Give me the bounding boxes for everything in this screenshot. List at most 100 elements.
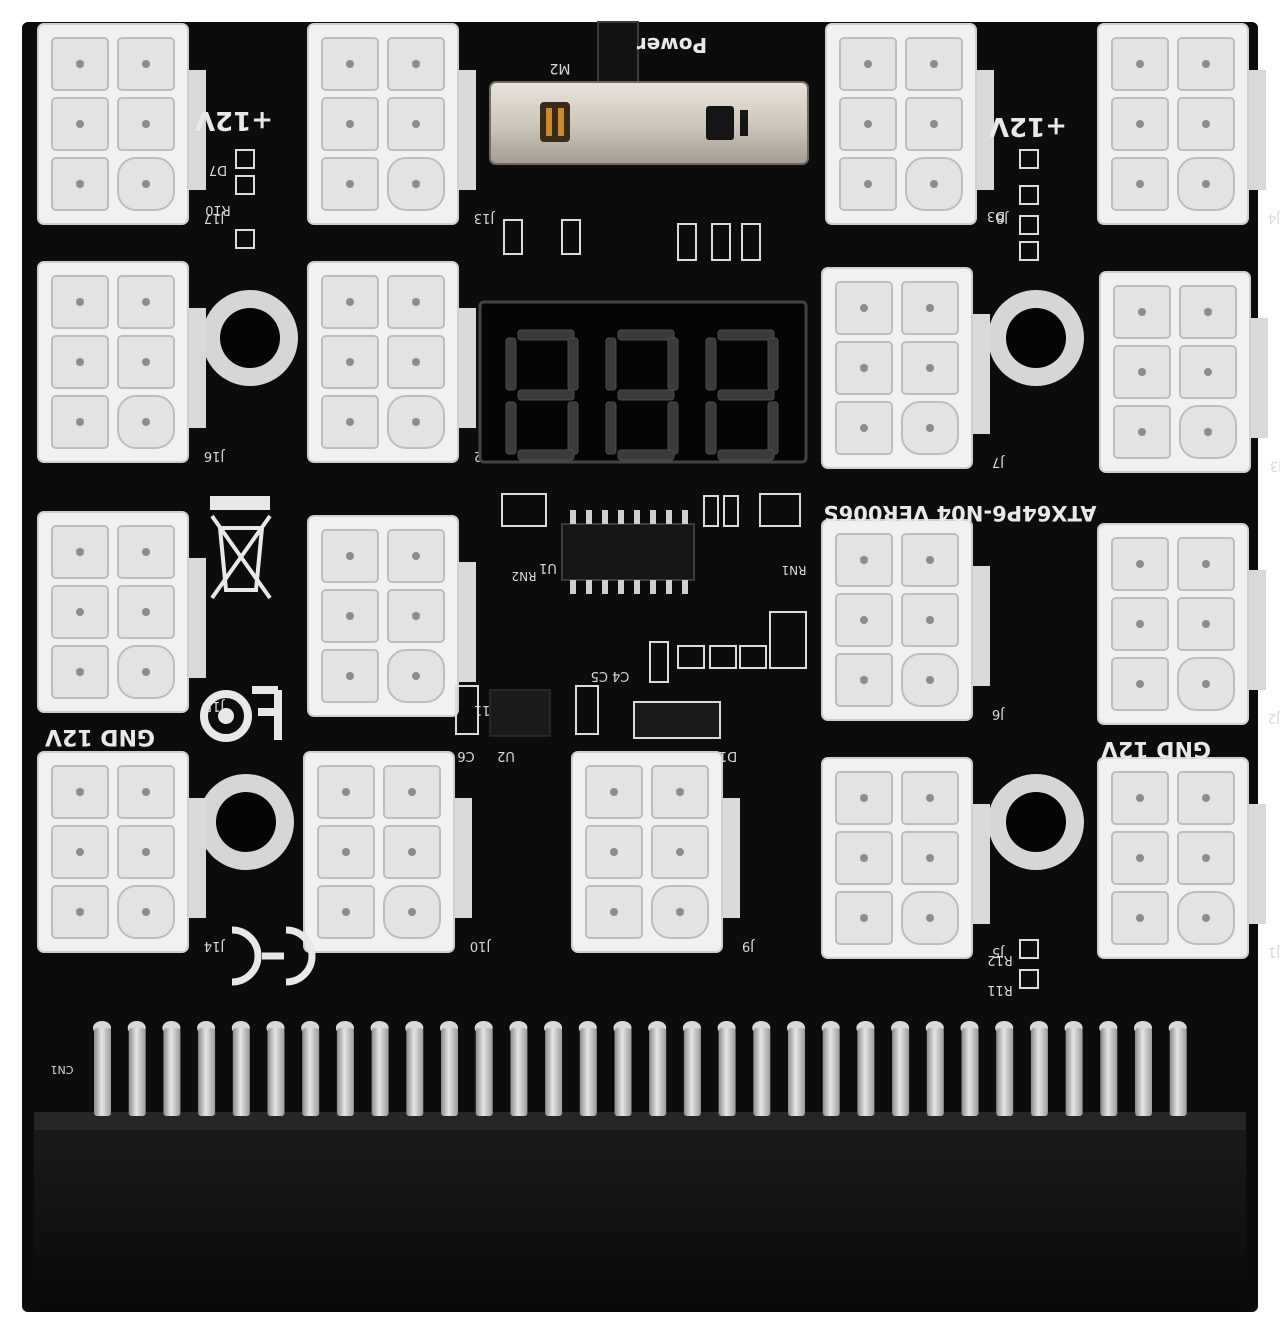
socket-pin [346, 120, 354, 128]
mounting-hole [198, 774, 294, 870]
plus12v-right: +12V [989, 111, 1067, 141]
socket-pin [610, 908, 618, 916]
pcie-connector-j5[interactable]: J5 [821, 757, 1005, 959]
socket-pin [342, 848, 350, 856]
pcie-connector-j16[interactable]: J16 [37, 261, 225, 463]
socket-pin [142, 668, 150, 676]
segment [617, 449, 675, 461]
fc-mark-icon: FC [200, 686, 282, 742]
segment [767, 401, 779, 455]
socket-pin [346, 180, 354, 188]
d3-label: D3 [987, 208, 1005, 223]
segment [517, 329, 575, 341]
socket-pin [346, 552, 354, 560]
socket-pin [142, 848, 150, 856]
c4c5-label: C4 C5 [591, 668, 630, 683]
pcie-connector-j11[interactable]: J11 [307, 515, 495, 717]
connector-label: J6 [992, 706, 1005, 721]
mounting-hole [988, 290, 1084, 386]
pcie-connector-j7[interactable]: J7 [821, 267, 1005, 469]
segment [517, 389, 575, 401]
socket-pin [1136, 914, 1144, 922]
edge-pin [231, 1021, 250, 1116]
socket-pin [1136, 120, 1144, 128]
connector-label: J3 [1270, 458, 1280, 473]
weee-bin-icon [210, 496, 272, 600]
socket-pin [142, 298, 150, 306]
socket-pin [1136, 60, 1144, 68]
segment [505, 337, 517, 391]
segment [717, 389, 775, 401]
u1-label: U1 [539, 560, 557, 575]
pcie-connector-j1[interactable]: J1 [1097, 757, 1280, 959]
socket-pin [1136, 680, 1144, 688]
segment [505, 401, 517, 455]
ce-mark-text: CE [0, 0, 2, 1]
edge-pin [648, 1021, 667, 1116]
pcie-connector-j4[interactable]: J4 [1097, 23, 1280, 225]
pcie-connector-j3[interactable]: J3 [1099, 271, 1280, 473]
socket-pin [926, 676, 934, 684]
socket-pin [1202, 854, 1210, 862]
socket-pin [142, 788, 150, 796]
pcie-connector-j15[interactable]: J15 [37, 511, 225, 713]
socket-pin [926, 304, 934, 312]
ic-pin [586, 580, 592, 594]
pcie-connector-j2[interactable]: J2 [1097, 523, 1280, 725]
edge-pin [509, 1021, 528, 1116]
edge-pin [717, 1021, 736, 1116]
edge-pin [301, 1021, 320, 1116]
mounting-hole [988, 774, 1084, 870]
seven-segment-digit [705, 329, 779, 461]
socket-pin [926, 854, 934, 862]
socket-pin [346, 60, 354, 68]
pcie-connector-j10[interactable]: J10 [303, 751, 491, 953]
seven-segment-digit [505, 329, 579, 461]
smd-labels: D7 R10 D3 [205, 162, 1005, 223]
socket-pin [926, 424, 934, 432]
smd-components-bottom: C4 C5 C6 U2 D1 R11 R12 [455, 611, 1039, 997]
pcie-connector-j13[interactable]: J13 [307, 23, 495, 225]
socket-pin [1204, 308, 1212, 316]
socket-pin [1136, 794, 1144, 802]
connector-label: J5 [992, 944, 1005, 959]
m2-label: M2 [550, 60, 571, 76]
connector-label: J2 [1268, 710, 1280, 725]
socket-pin [76, 548, 84, 556]
socket-pin [412, 120, 420, 128]
edge-pin [1029, 1021, 1048, 1116]
edge-pin [93, 1021, 111, 1116]
pcie-connector-j17[interactable]: J17 [37, 23, 225, 225]
edge-pin [787, 1021, 805, 1116]
edge-pin [682, 1021, 701, 1116]
pcie-connector-j6[interactable]: J6 [821, 519, 1005, 721]
pcie-connector-j8[interactable]: J8 [825, 23, 1009, 225]
socket-pin [860, 364, 868, 372]
socket-pin [142, 418, 150, 426]
socket-pin [346, 418, 354, 426]
pcie-connector-j9[interactable]: J9 [571, 751, 755, 953]
segment [605, 401, 617, 455]
socket-pin [412, 552, 420, 560]
socket-pin [142, 908, 150, 916]
socket-pin [408, 908, 416, 916]
socket-pin [1202, 60, 1210, 68]
socket-pin [346, 672, 354, 680]
seven-segment-digit [605, 329, 679, 461]
socket-pin [342, 908, 350, 916]
ic-pin [602, 580, 608, 594]
socket-pin [412, 672, 420, 680]
segment [667, 401, 679, 455]
segment [617, 329, 675, 341]
connector-label: J1 [1268, 944, 1280, 959]
edge-pin [544, 1021, 563, 1116]
r11-label: R11 [987, 982, 1013, 997]
pcie-connector-j14[interactable]: J14 [37, 751, 225, 953]
socket-pin [860, 914, 868, 922]
ic-pin [586, 510, 592, 524]
ic-pin [570, 510, 576, 524]
socket-pin [926, 556, 934, 564]
power-switch[interactable]: Power M2 [489, 21, 809, 165]
socket-pin [412, 298, 420, 306]
